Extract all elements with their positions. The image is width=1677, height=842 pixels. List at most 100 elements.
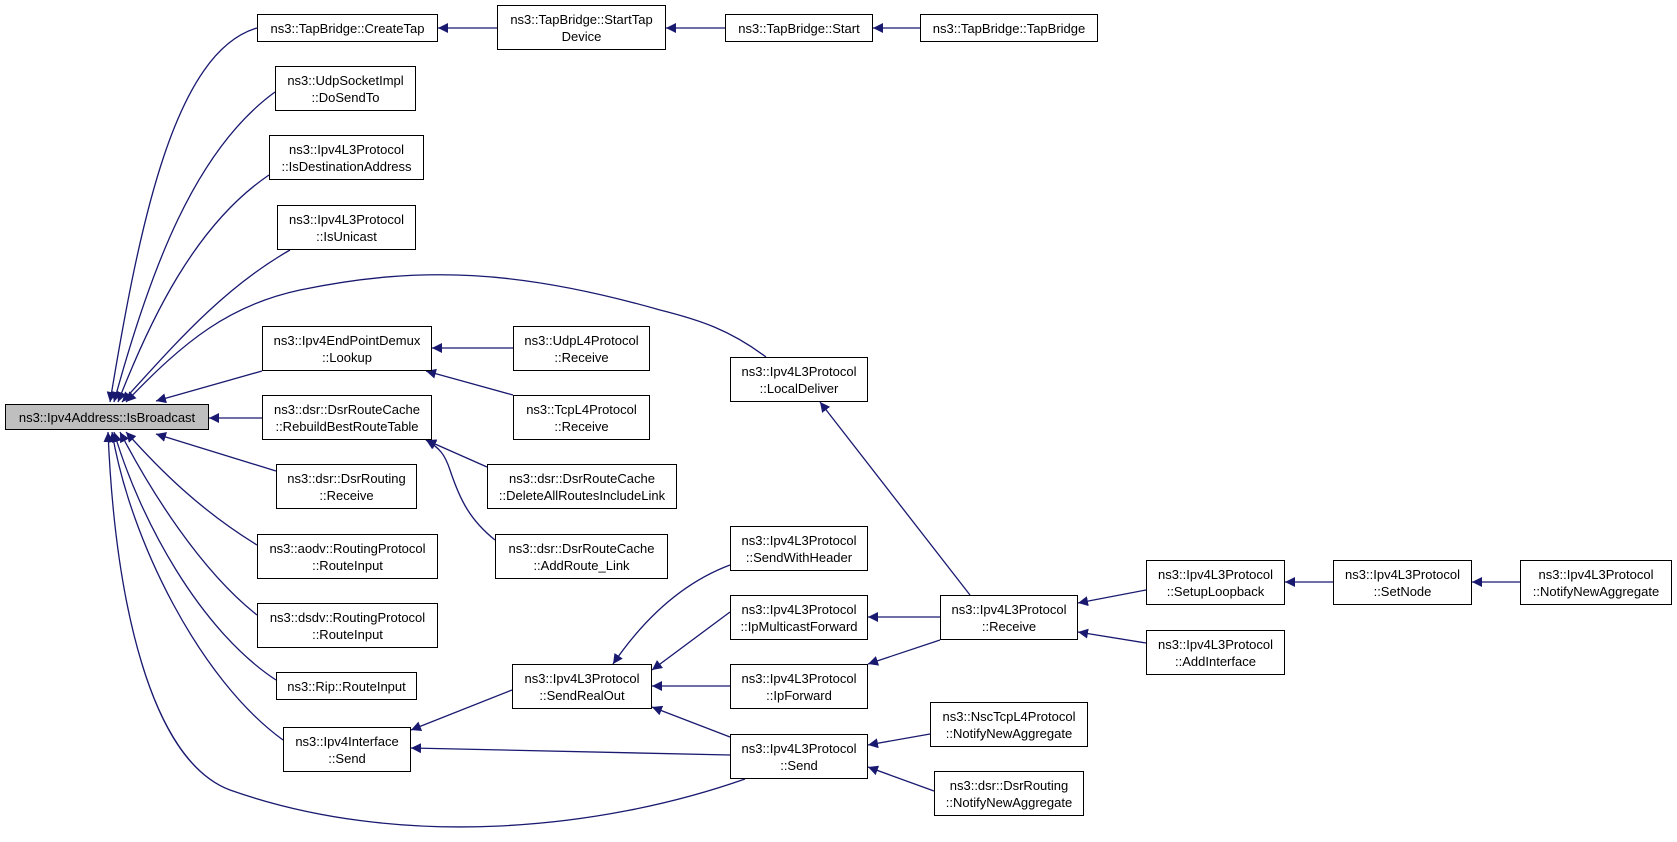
node-label-line-1: ns3::Ipv4L3Protocol — [1158, 636, 1273, 652]
node-tcpl4protocol-receive[interactable]: ns3::TcpL4Protocol ::Receive — [513, 395, 650, 440]
edge-addif-to-l3recv — [1077, 628, 1147, 644]
edge-dsrnotify-to-l3send — [867, 765, 935, 792]
node-label-line-2: ::Lookup — [322, 349, 372, 365]
node-label-line-1: ns3::Ipv4L3Protocol — [1345, 566, 1460, 582]
node-label-line-2: ::Receive — [981, 618, 1037, 634]
node-tapbridge-tapbridge[interactable]: ns3::TapBridge::TapBridge — [920, 14, 1098, 42]
node-udpsocketimpl-dosendto[interactable]: ns3::UdpSocketImpl ::DoSendTo — [275, 66, 416, 111]
node-label-line-1: ns3::dsr::DsrRouteCache — [508, 540, 655, 556]
node-label-line-1: ns3::NscTcpL4Protocol — [942, 708, 1076, 724]
edge-isdest-to-isbroadcast — [116, 174, 270, 403]
node-label-line-1: ns3::UdpSocketImpl — [287, 72, 404, 88]
node-label-line-2: ::IpForward — [766, 687, 832, 703]
node-label-line-1: ns3::Ipv4L3Protocol — [289, 141, 404, 157]
node-tapbridge-starttapdevice[interactable]: ns3::TapBridge::StartTap Device — [497, 5, 666, 50]
node-label-line-2: ::RouteInput — [312, 626, 383, 642]
node-ipv4l3protocol-send[interactable]: ns3::Ipv4L3Protocol ::Send — [730, 734, 868, 779]
node-label-line-1: ns3::Ipv4EndPointDemux — [273, 332, 421, 348]
node-label-line-1: ns3::aodv::RoutingProtocol — [269, 540, 426, 556]
node-dsdv-routingprotocol-routeinput[interactable]: ns3::dsdv::RoutingProtocol ::RouteInput — [257, 603, 438, 648]
node-dsrroutecache-deleteallroutesincludelink[interactable]: ns3::dsr::DsrRouteCache ::DeleteAllRoute… — [487, 464, 677, 509]
node-label-line-1: ns3::Ipv4L3Protocol — [741, 363, 857, 379]
node-label-line-2: ::Send — [780, 757, 818, 773]
edge-tcprecv-to-lookup — [425, 368, 514, 396]
node-ipv4l3protocol-sendwithheader[interactable]: ns3::Ipv4L3Protocol ::SendWithHeader — [730, 526, 868, 571]
node-tapbridge-createtap[interactable]: ns3::TapBridge::CreateTap — [257, 14, 438, 42]
node-label-line-1: ns3::Ipv4L3Protocol — [741, 740, 857, 756]
node-label-line-2: ::RebuildBestRouteTable — [275, 418, 419, 434]
node-label-line-2: ::NotifyNewAggregate — [1532, 583, 1660, 599]
edge-udpsock-to-isbroadcast — [111, 91, 276, 403]
node-ipv4l3protocol-notifynewaggregate[interactable]: ns3::Ipv4L3Protocol ::NotifyNewAggregate — [1520, 560, 1672, 605]
edge-localdeliver-to-isbroadcast — [125, 274, 767, 403]
node-label-line-2: ::IpMulticastForward — [740, 618, 858, 634]
edge-ripri-to-isbroadcast — [112, 431, 277, 681]
node-ipv4l3protocol-setnode[interactable]: ns3::Ipv4L3Protocol ::SetNode — [1333, 560, 1472, 605]
node-aodv-routingprotocol-routeinput[interactable]: ns3::aodv::RoutingProtocol ::RouteInput — [257, 534, 438, 579]
node-label-line-2: Device — [561, 28, 602, 44]
node-label-line-1: ns3::Ipv4L3Protocol — [1158, 566, 1273, 582]
node-label: ns3::TapBridge::CreateTap — [270, 20, 425, 36]
edge-l3send-to-isbroadcast — [103, 431, 746, 828]
node-label-line-1: ns3::Ipv4L3Protocol — [289, 211, 404, 227]
node-ipv4interface-send[interactable]: ns3::Ipv4Interface ::Send — [283, 727, 411, 772]
edge-aodvri-to-isbroadcast — [125, 431, 258, 546]
node-tapbridge-start[interactable]: ns3::TapBridge::Start — [725, 14, 873, 42]
node-label-line-2: ::SendRealOut — [539, 687, 625, 703]
node-ipv4l3protocol-isunicast[interactable]: ns3::Ipv4L3Protocol ::IsUnicast — [277, 205, 416, 250]
edge-createtap-to-isbroadcast — [106, 27, 258, 403]
node-label: ns3::Rip::RouteInput — [287, 678, 406, 694]
edge-nsctcp-to-l3send — [867, 733, 931, 749]
node-label-line-2: ::IsDestinationAddress — [281, 158, 412, 174]
node-label-line-2: ::DoSendTo — [311, 89, 380, 105]
node-dsrrouting-receive[interactable]: ns3::dsr::DsrRouting ::Receive — [276, 464, 417, 509]
node-rip-routeinput[interactable]: ns3::Rip::RouteInput — [276, 672, 417, 700]
edge-lookup-to-isbroadcast — [155, 370, 263, 404]
node-label-line-2: ::NotifyNewAggregate — [945, 794, 1073, 810]
node-nsctcpl4protocol-notifynewaggregate[interactable]: ns3::NscTcpL4Protocol ::NotifyNewAggrega… — [930, 702, 1088, 747]
edge-setuploop-to-l3recv — [1077, 589, 1147, 607]
node-label-line-2: ::SendWithHeader — [745, 549, 853, 565]
node-label-line-2: ::SetupLoopback — [1166, 583, 1265, 599]
edge-l3send-to-ifsend — [410, 743, 731, 756]
edge-isunicast-to-isbroadcast — [121, 249, 291, 403]
node-label-line-2: ::RouteInput — [312, 557, 383, 573]
node-ipv4l3protocol-localdeliver[interactable]: ns3::Ipv4L3Protocol ::LocalDeliver — [730, 357, 868, 402]
node-udpl4protocol-receive[interactable]: ns3::UdpL4Protocol ::Receive — [513, 326, 650, 371]
node-label-line-2: ::AddInterface — [1175, 653, 1256, 669]
node-ipv4l3protocol-ipforward[interactable]: ns3::Ipv4L3Protocol ::IpForward — [730, 664, 868, 709]
node-ipv4l3protocol-setuploopback[interactable]: ns3::Ipv4L3Protocol ::SetupLoopback — [1146, 560, 1285, 605]
node-ipv4l3protocol-isdestinationaddress[interactable]: ns3::Ipv4L3Protocol ::IsDestinationAddre… — [269, 135, 424, 180]
node-label-line-1: ns3::dsr::DsrRouting — [287, 470, 406, 486]
node-label-line-2: ::SetNode — [1373, 583, 1432, 599]
node-label-line-1: ns3::UdpL4Protocol — [524, 332, 639, 348]
node-label-line-1: ns3::dsr::DsrRouting — [949, 777, 1069, 793]
node-dsrroutecache-rebuildbestroutetable[interactable]: ns3::dsr::DsrRouteCache ::RebuildBestRou… — [262, 395, 432, 440]
node-label-line-1: ns3::dsr::DsrRouteCache — [274, 401, 420, 417]
node-ipv4l3protocol-sendrealout[interactable]: ns3::Ipv4L3Protocol ::SendRealOut — [512, 664, 652, 709]
node-ipv4l3protocol-addinterface[interactable]: ns3::Ipv4L3Protocol ::AddInterface — [1146, 630, 1285, 675]
edge-addroutelink-to-rebuild — [425, 439, 496, 541]
node-dsrroutecache-addroutelink[interactable]: ns3::dsr::DsrRouteCache ::AddRoute_Link — [495, 534, 668, 579]
edge-l3send-to-sendrealout — [651, 705, 731, 738]
edge-deleteall-to-rebuild — [425, 439, 488, 468]
node-ipv4endpointdemux-lookup[interactable]: ns3::Ipv4EndPointDemux ::Lookup — [262, 326, 432, 371]
node-label-line-2: ::Send — [328, 750, 366, 766]
edge-l3recv-to-localdeliver — [819, 401, 971, 596]
node-ipv4l3protocol-receive[interactable]: ns3::Ipv4L3Protocol ::Receive — [940, 595, 1078, 640]
node-label-line-1: ns3::TapBridge::StartTap — [510, 11, 653, 27]
edge-l3recv-to-ipforward — [867, 639, 941, 666]
edge-sendwithheader-to-sendrealout — [612, 564, 731, 665]
node-label-line-2: ::AddRoute_Link — [533, 557, 630, 573]
node-ipv4address-isbroadcast[interactable]: ns3::Ipv4Address::IsBroadcast — [5, 404, 209, 430]
node-label-line-1: ns3::Ipv4Interface — [295, 733, 399, 749]
node-label-line-1: ns3::Ipv4L3Protocol — [1538, 566, 1654, 582]
edge-dsdvri-to-isbroadcast — [119, 431, 258, 616]
node-ipv4l3protocol-ipmulticastforward[interactable]: ns3::Ipv4L3Protocol ::IpMulticastForward — [730, 595, 868, 640]
node-label-line-2: ::Receive — [554, 418, 609, 434]
edge-ipmcast-to-sendrealout — [651, 611, 731, 671]
node-dsrrouting-notifynewaggregate[interactable]: ns3::dsr::DsrRouting ::NotifyNewAggregat… — [934, 771, 1084, 816]
node-label-line-2: ::LocalDeliver — [759, 380, 839, 396]
